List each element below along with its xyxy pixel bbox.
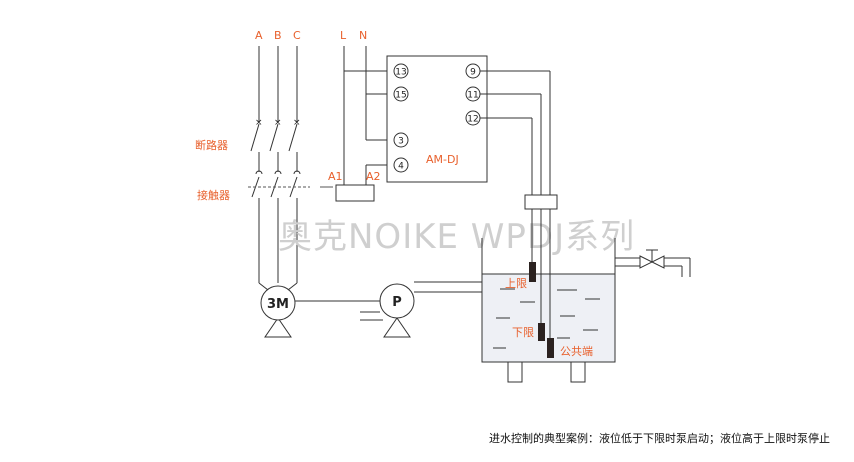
diagram-caption: 进水控制的典型案例：液位低于下限时泵启动；液位高于上限时泵停止 xyxy=(489,432,830,445)
motor: 3M xyxy=(260,285,296,338)
phase-label-c: C xyxy=(293,29,301,42)
relay-terminal-15: 15 xyxy=(393,86,409,102)
svg-text:×: × xyxy=(274,118,282,128)
svg-text:15: 15 xyxy=(395,91,406,101)
common-label: 公共端 xyxy=(560,345,593,358)
phase-label-a: A xyxy=(255,29,263,42)
coil-a1-label: A1 xyxy=(328,170,343,183)
upper-limit-label: 上限 xyxy=(505,277,527,290)
relay-terminal-9: 9 xyxy=(465,63,481,79)
svg-text:×: × xyxy=(255,118,263,128)
svg-text:12: 12 xyxy=(467,115,478,125)
svg-text:9: 9 xyxy=(470,68,476,78)
relay-model-label: AM-DJ xyxy=(426,153,459,166)
lower-limit-label: 下限 xyxy=(512,326,534,339)
common-probe xyxy=(547,338,554,358)
relay-terminal-13: 13 xyxy=(393,63,409,79)
coil-a2-label: A2 xyxy=(366,170,381,183)
svg-text:11: 11 xyxy=(467,91,478,101)
water-tank xyxy=(481,238,616,383)
relay-terminal-11: 11 xyxy=(465,86,481,102)
contactor-label: 接触器 xyxy=(197,188,230,202)
power-label-n: N xyxy=(359,29,367,42)
relay-terminal-12: 12 xyxy=(465,110,481,126)
relay-terminal-4: 4 xyxy=(393,157,409,173)
phase-label-b: B xyxy=(274,29,282,42)
probe-wires xyxy=(480,70,551,195)
svg-text:×: × xyxy=(293,118,301,128)
power-label-l: L xyxy=(340,29,347,42)
svg-text:4: 4 xyxy=(398,162,404,172)
inlet-pipe xyxy=(360,281,482,321)
upper-limit-probe xyxy=(529,262,536,282)
relay-terminal-3: 3 xyxy=(393,132,409,148)
svg-text:3M: 3M xyxy=(267,297,289,312)
pump: P xyxy=(379,283,415,338)
probe-holder xyxy=(524,194,558,210)
probes xyxy=(529,209,554,358)
breaker-label: 断路器 xyxy=(195,138,228,152)
svg-text:P: P xyxy=(392,295,402,310)
svg-text:13: 13 xyxy=(395,68,406,78)
three-phase-lines: × × × xyxy=(248,46,333,291)
lower-limit-probe xyxy=(538,323,545,341)
outlet-pipe xyxy=(615,249,691,277)
svg-text:3: 3 xyxy=(398,137,404,147)
watermark: 奥克NOIKE WPDJ系列 xyxy=(278,217,635,257)
contactor-coil xyxy=(335,184,375,202)
